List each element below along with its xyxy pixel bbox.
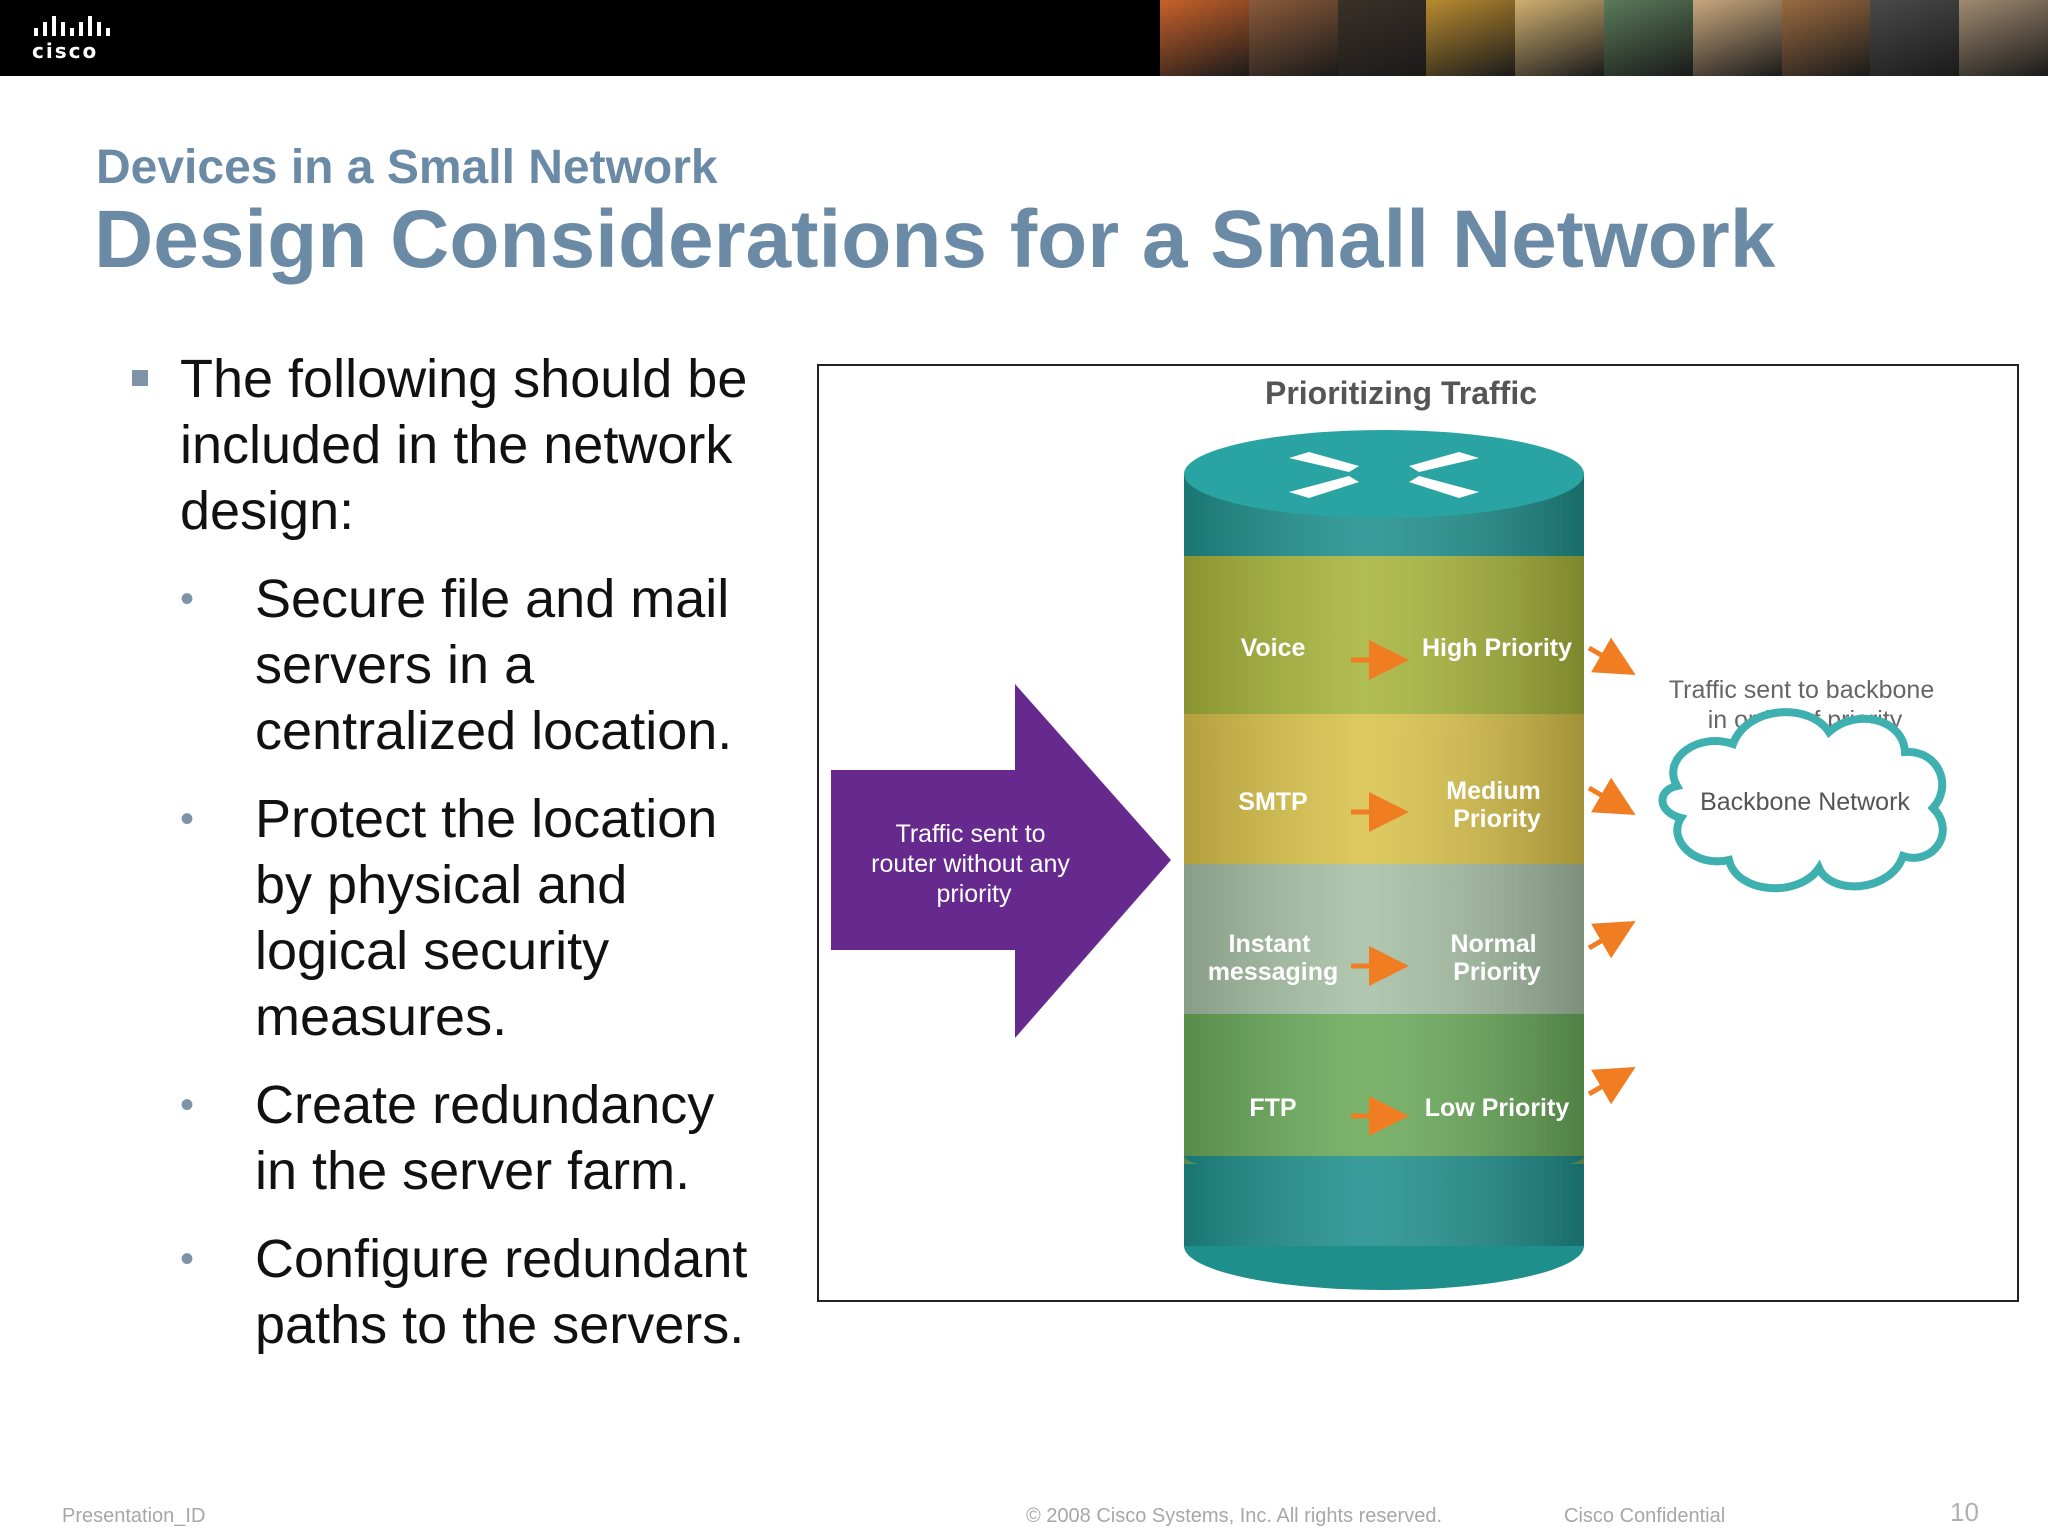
priority-high: High Priority (1422, 634, 1572, 662)
priority-medium: Medium Priority (1446, 777, 1547, 833)
traffic-type-line: Instant (1229, 930, 1312, 958)
figure-title: Prioritizing Traffic (1265, 375, 1537, 411)
cisco-logo: cisco (32, 14, 142, 66)
slide-title: Design Considerations for a Small Networ… (94, 194, 1776, 285)
bullet-intro-line: design: (180, 481, 355, 541)
sub-bullet-line: Protect the location (255, 789, 718, 849)
cylinder-shading (1184, 474, 1584, 1246)
copyright-notice: © 2008 Cisco Systems, Inc. All rights re… (1026, 1505, 1443, 1527)
outgoing-arrow-icon (1587, 637, 1636, 676)
photo-tile (1603, 0, 1693, 76)
sub-bullet-item: • Create redundancy in the server farm. (130, 1072, 800, 1204)
photo-tile (1781, 0, 1871, 76)
outgoing-arrow-icon (1587, 777, 1636, 816)
bullet-intro: The following should be included in the … (130, 346, 800, 544)
slide-subtitle: Devices in a Small Network (96, 141, 718, 194)
cloud-label: Backbone Network (1700, 788, 1910, 816)
sub-bullet-line: logical security (255, 921, 610, 981)
purple-arrow-shape (831, 684, 1171, 1038)
sub-bullet-line: in the server farm. (255, 1141, 691, 1201)
confidential-label: Cisco Confidential (1564, 1505, 1726, 1527)
cylinder-top (1184, 430, 1584, 518)
photo-tile (1160, 0, 1249, 76)
traffic-type-ftp: FTP (1249, 1094, 1296, 1122)
incoming-traffic-arrow: Traffic sent to router without any prior… (831, 684, 1171, 1038)
traffic-type-im: Instant messaging (1208, 930, 1339, 986)
traffic-type-voice: Voice (1241, 634, 1306, 662)
dot-bullet-icon: • (180, 797, 195, 841)
bullet-list: The following should be included in the … (130, 346, 800, 1358)
photo-tile (1692, 0, 1782, 76)
traffic-type-line: FTP (1249, 1094, 1296, 1122)
sub-bullet-item: • Configure redundant paths to the serve… (130, 1226, 800, 1358)
photo-tile (1337, 0, 1427, 76)
photo-strip (1160, 0, 2048, 76)
cisco-logo-text: cisco (32, 39, 99, 63)
incoming-label-line: priority (936, 880, 1012, 908)
photo-tile (1248, 0, 1338, 76)
sub-bullet-item: • Secure file and mail servers in a cent… (130, 566, 800, 764)
traffic-type-smtp: SMTP (1238, 788, 1307, 816)
dot-bullet-icon: • (180, 1083, 195, 1127)
sub-bullet-line: Secure file and mail (255, 569, 730, 629)
sub-bullet-line: paths to the servers. (255, 1295, 745, 1355)
traffic-type-line: SMTP (1238, 788, 1307, 816)
presentation-id: Presentation_ID (62, 1505, 206, 1527)
backbone-cloud-icon: Backbone Network (1658, 708, 1947, 893)
priority-line: Medium (1446, 777, 1540, 805)
sub-bullet-line: measures. (255, 987, 508, 1047)
incoming-traffic-label: Traffic sent to router without any prior… (871, 820, 1077, 908)
photo-tile (1870, 0, 1960, 76)
priority-normal: Normal Priority (1450, 930, 1543, 986)
priority-line: Priority (1453, 805, 1541, 833)
photo-tile (1426, 0, 1516, 76)
traffic-type-line: messaging (1208, 958, 1339, 986)
page-number: 10 (1950, 1497, 1979, 1527)
sub-bullet-line: Create redundancy (255, 1075, 715, 1135)
priority-line: Priority (1453, 958, 1541, 986)
sub-bullet-item: • Protect the location by physical and l… (130, 786, 800, 1050)
sub-bullet-line: by physical and (255, 855, 628, 915)
photo-tile (1515, 0, 1604, 76)
square-bullet-icon (132, 370, 148, 386)
cisco-logo-bars-icon (34, 14, 142, 36)
priority-low: Low Priority (1425, 1094, 1570, 1122)
traffic-type-line: Voice (1241, 634, 1306, 662)
incoming-label-line: router without any (871, 850, 1070, 878)
sub-bullet-line: servers in a (255, 635, 535, 695)
top-banner: cisco (0, 0, 2048, 76)
priority-line: Normal (1450, 930, 1536, 958)
dot-bullet-icon: • (180, 577, 195, 621)
dot-bullet-icon: • (180, 1237, 195, 1281)
outgoing-arrow-icon (1587, 920, 1636, 959)
incoming-label-line: Traffic sent to (895, 820, 1045, 848)
outgoing-arrow-icon (1587, 1066, 1636, 1105)
priority-line: Low Priority (1425, 1094, 1570, 1122)
bullet-intro-line: included in the network (180, 415, 733, 475)
priority-line: High Priority (1422, 634, 1572, 662)
photo-tile (1959, 0, 2048, 76)
sub-bullet-line: centralized location. (255, 701, 733, 761)
prioritizing-traffic-figure: Prioritizing Traffic Traffic sent to rou… (817, 364, 2019, 1302)
router-cylinder (1184, 430, 1584, 1290)
backbone-label-line: Traffic sent to backbone (1669, 676, 1934, 704)
sub-bullet-line: Configure redundant (255, 1229, 748, 1289)
router-arrows-icon (1289, 452, 1479, 498)
bullet-intro-line: The following should be (180, 349, 748, 409)
